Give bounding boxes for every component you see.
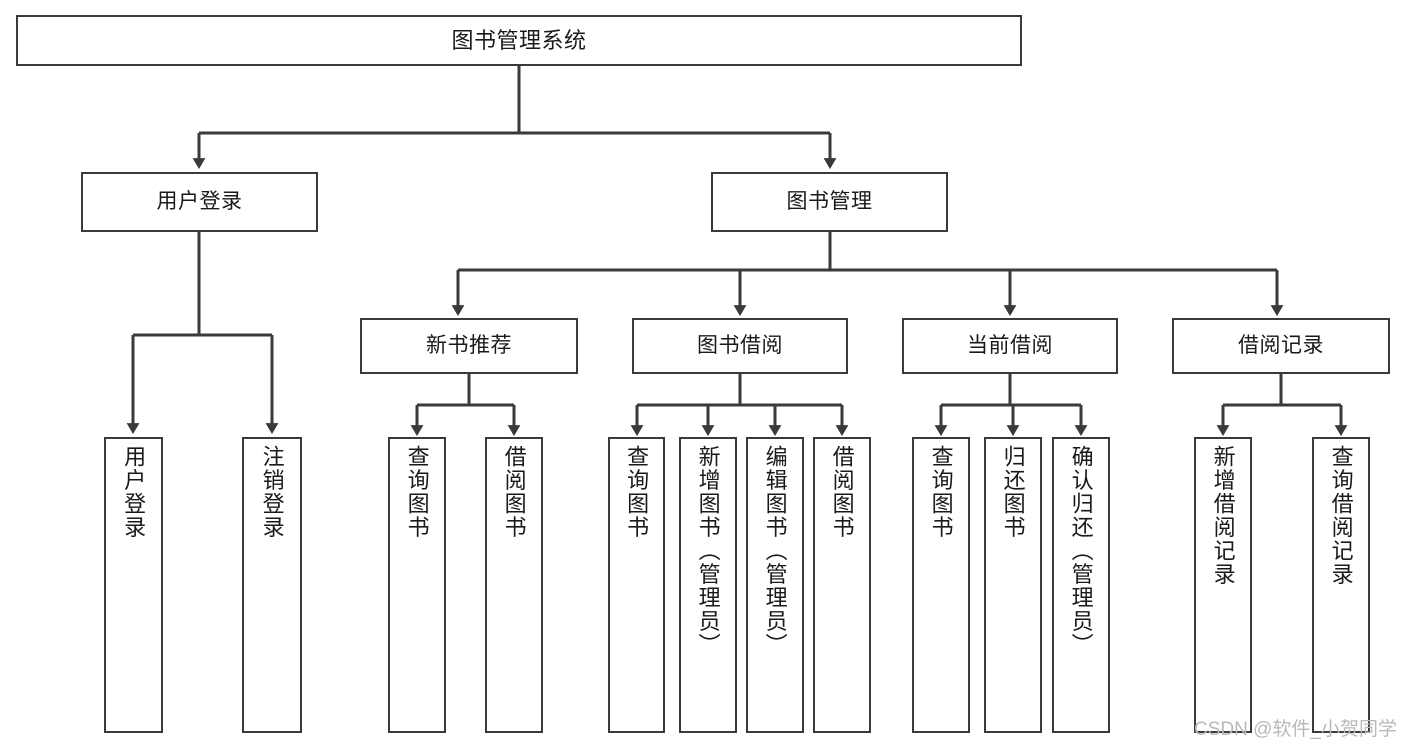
node-user-login[interactable]: 用户登录 xyxy=(81,172,318,232)
node-label: 编辑图书（管理员） xyxy=(762,445,788,657)
leaf-user-login[interactable]: 用户登录 xyxy=(104,437,163,733)
node-label: 新增图书（管理员） xyxy=(695,445,721,657)
node-new-book-recommend[interactable]: 新书推荐 xyxy=(360,318,578,374)
node-label: 归还图书 xyxy=(1000,445,1026,539)
leaf-query-book-current[interactable]: 查询图书 xyxy=(912,437,970,733)
node-label: 当前借阅 xyxy=(967,333,1053,357)
node-label: 借阅图书 xyxy=(829,445,855,539)
node-label: 借阅图书 xyxy=(501,445,527,539)
node-label: 查询图书 xyxy=(928,445,954,539)
node-label: 图书借阅 xyxy=(697,333,783,357)
node-label: 借阅记录 xyxy=(1238,333,1324,357)
leaf-add-borrow-record[interactable]: 新增借阅记录 xyxy=(1194,437,1252,733)
leaf-query-book-borrow[interactable]: 查询图书 xyxy=(608,437,665,733)
node-label: 图书管理 xyxy=(786,189,873,213)
leaf-return-book[interactable]: 归还图书 xyxy=(984,437,1042,733)
node-label: 查询图书 xyxy=(624,445,650,539)
node-book-management[interactable]: 图书管理 xyxy=(711,172,948,232)
leaf-query-book-recommend[interactable]: 查询图书 xyxy=(388,437,446,733)
node-book-borrow[interactable]: 图书借阅 xyxy=(632,318,848,374)
node-root-system[interactable]: 图书管理系统 xyxy=(16,15,1022,66)
node-label: 用户登录 xyxy=(121,445,147,539)
node-label: 注销登录 xyxy=(259,445,285,539)
leaf-edit-book-admin[interactable]: 编辑图书（管理员） xyxy=(746,437,804,733)
node-label: 新书推荐 xyxy=(426,333,512,357)
leaf-logout[interactable]: 注销登录 xyxy=(242,437,302,733)
node-label: 用户登录 xyxy=(156,189,243,213)
leaf-borrow-book-recommend[interactable]: 借阅图书 xyxy=(485,437,543,733)
node-current-borrow[interactable]: 当前借阅 xyxy=(902,318,1118,374)
node-label: 查询图书 xyxy=(404,445,430,539)
watermark-text: CSDN @软件_小贺同学 xyxy=(1194,719,1397,740)
leaf-query-borrow-record[interactable]: 查询借阅记录 xyxy=(1312,437,1370,733)
leaf-confirm-return-admin[interactable]: 确认归还（管理员） xyxy=(1052,437,1110,733)
node-label: 查询借阅记录 xyxy=(1328,445,1354,586)
node-label: 图书管理系统 xyxy=(451,27,587,53)
node-label: 新增借阅记录 xyxy=(1210,445,1236,586)
node-borrow-record[interactable]: 借阅记录 xyxy=(1172,318,1390,374)
leaf-add-book-admin[interactable]: 新增图书（管理员） xyxy=(679,437,737,733)
leaf-borrow-book-borrow[interactable]: 借阅图书 xyxy=(813,437,871,733)
node-label: 确认归还（管理员） xyxy=(1068,445,1094,657)
